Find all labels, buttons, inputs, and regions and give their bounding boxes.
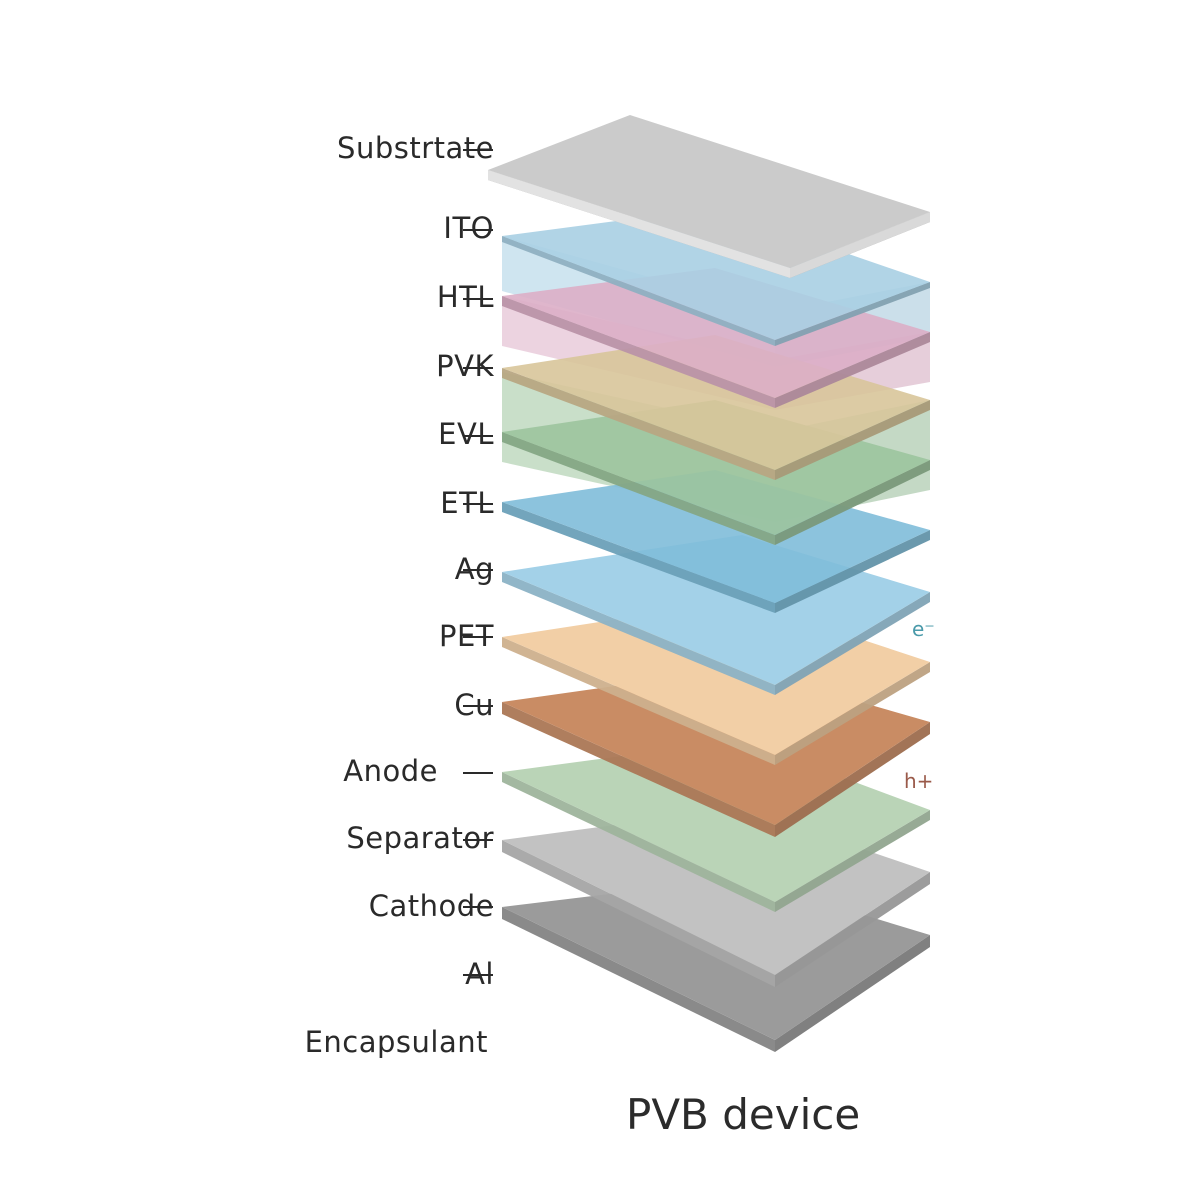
al-slab-front-right <box>775 935 930 1052</box>
evl-slab-front-left <box>502 432 775 545</box>
htl-slab-front-left <box>502 296 775 408</box>
etl-slab-front-right <box>775 530 930 613</box>
ag-slab-front-right <box>775 592 930 695</box>
substrate-edge-right <box>790 212 930 278</box>
leader-etl <box>463 503 493 505</box>
ito-slab-front-left <box>502 236 775 346</box>
etl-slab-front-left <box>502 502 775 613</box>
leader-evl <box>463 435 493 437</box>
leader-pvk <box>463 367 493 369</box>
leader-pet <box>463 636 493 638</box>
evl-slab-front-right <box>775 460 930 545</box>
label-ito: ITO <box>443 211 494 245</box>
label-encapsulant: Encapsulant <box>304 1025 488 1059</box>
leader-cu <box>463 705 493 707</box>
cathode-slab-front-left <box>502 840 775 987</box>
pvk-slab-front-right <box>775 400 930 480</box>
cu-slab-front-left <box>502 702 775 837</box>
electron-label: e⁻ <box>912 617 935 641</box>
label-substrate: Substrtate <box>337 131 494 165</box>
label-anode: Anode <box>343 754 438 788</box>
ito-slab-top <box>502 208 930 340</box>
label-htl: HTL <box>436 280 494 314</box>
leader-htl <box>463 298 493 300</box>
substrate-slab-top <box>488 115 930 268</box>
leader-cathode <box>463 906 493 908</box>
label-separator: Separator <box>346 821 494 855</box>
diagram-title: PVB device <box>626 1090 861 1139</box>
leader-substrate <box>463 149 493 151</box>
leader-separator <box>463 839 493 841</box>
leader-ito <box>463 229 493 231</box>
pet-slab-front-left <box>502 637 775 765</box>
leader-ag <box>463 569 493 571</box>
hole-label: h+ <box>904 769 934 793</box>
leader-anode <box>463 772 493 774</box>
substrate-edge-highlight <box>488 170 790 278</box>
pet-slab-front-right <box>775 662 930 765</box>
htl-slab-front-right <box>775 332 930 408</box>
cathode-slab-front-right <box>775 872 930 987</box>
separator-slab-front-left <box>502 772 775 912</box>
pvk-slab-front-left <box>502 368 775 480</box>
separator-slab-front-right <box>775 810 930 912</box>
label-evl: EVL <box>438 417 494 451</box>
leader-al <box>463 974 493 976</box>
al-slab-front-left <box>502 907 775 1052</box>
cu-slab-front-right <box>775 722 930 837</box>
ito-slab-front-right <box>775 282 930 346</box>
label-pvk: PVK <box>436 349 494 383</box>
ag-slab-front-left <box>502 572 775 695</box>
